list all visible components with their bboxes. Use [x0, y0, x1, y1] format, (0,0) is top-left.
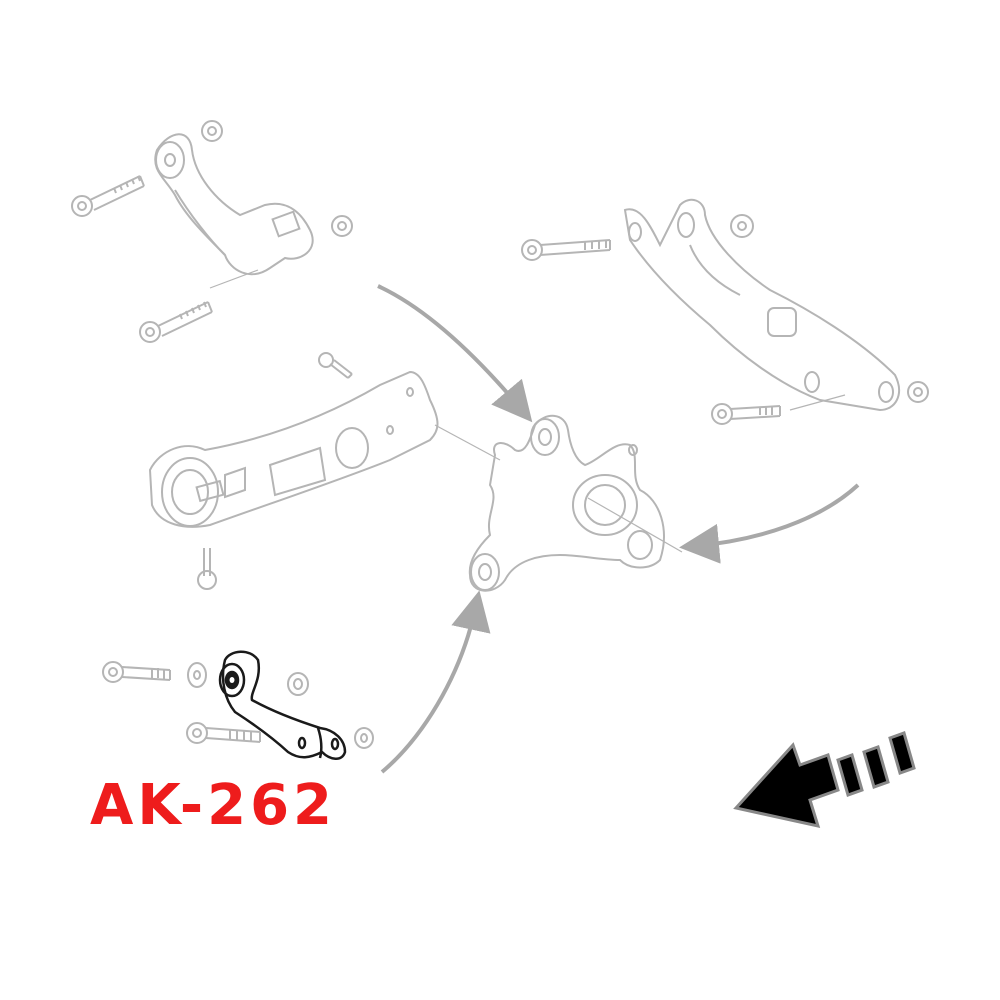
- knuckle: [468, 414, 683, 592]
- nut-icon: [730, 214, 754, 238]
- nut-icon: [907, 381, 929, 403]
- washer-icon: [187, 662, 207, 688]
- arrow-toe-to-knuckle: [380, 590, 491, 774]
- bolt-icon: [71, 175, 145, 217]
- bolt-icon: [102, 661, 171, 683]
- flow-arrows: [377, 284, 860, 774]
- toe-link-arm: [218, 650, 347, 760]
- bolt-icon: [186, 722, 261, 744]
- upper-arm-group: [71, 120, 353, 343]
- arrow-trailing-to-knuckle: [679, 483, 860, 564]
- nut-icon: [354, 727, 374, 749]
- bolt-icon: [521, 239, 611, 261]
- bolt-icon: [711, 403, 781, 425]
- nut-icon: [201, 120, 223, 142]
- nut-icon: [287, 672, 309, 696]
- bolt-icon: [139, 301, 213, 343]
- trailing-arm-group: [521, 198, 929, 425]
- bolt-icon: [197, 548, 217, 590]
- lower-arm-group: [148, 352, 501, 590]
- direction-arrow-icon: [733, 731, 916, 829]
- toe-link-group: [102, 650, 374, 760]
- part-code-label: AK-262: [90, 773, 337, 838]
- arrow-upper-to-knuckle: [377, 284, 533, 423]
- bolt-icon: [318, 352, 353, 379]
- nut-icon: [331, 215, 353, 237]
